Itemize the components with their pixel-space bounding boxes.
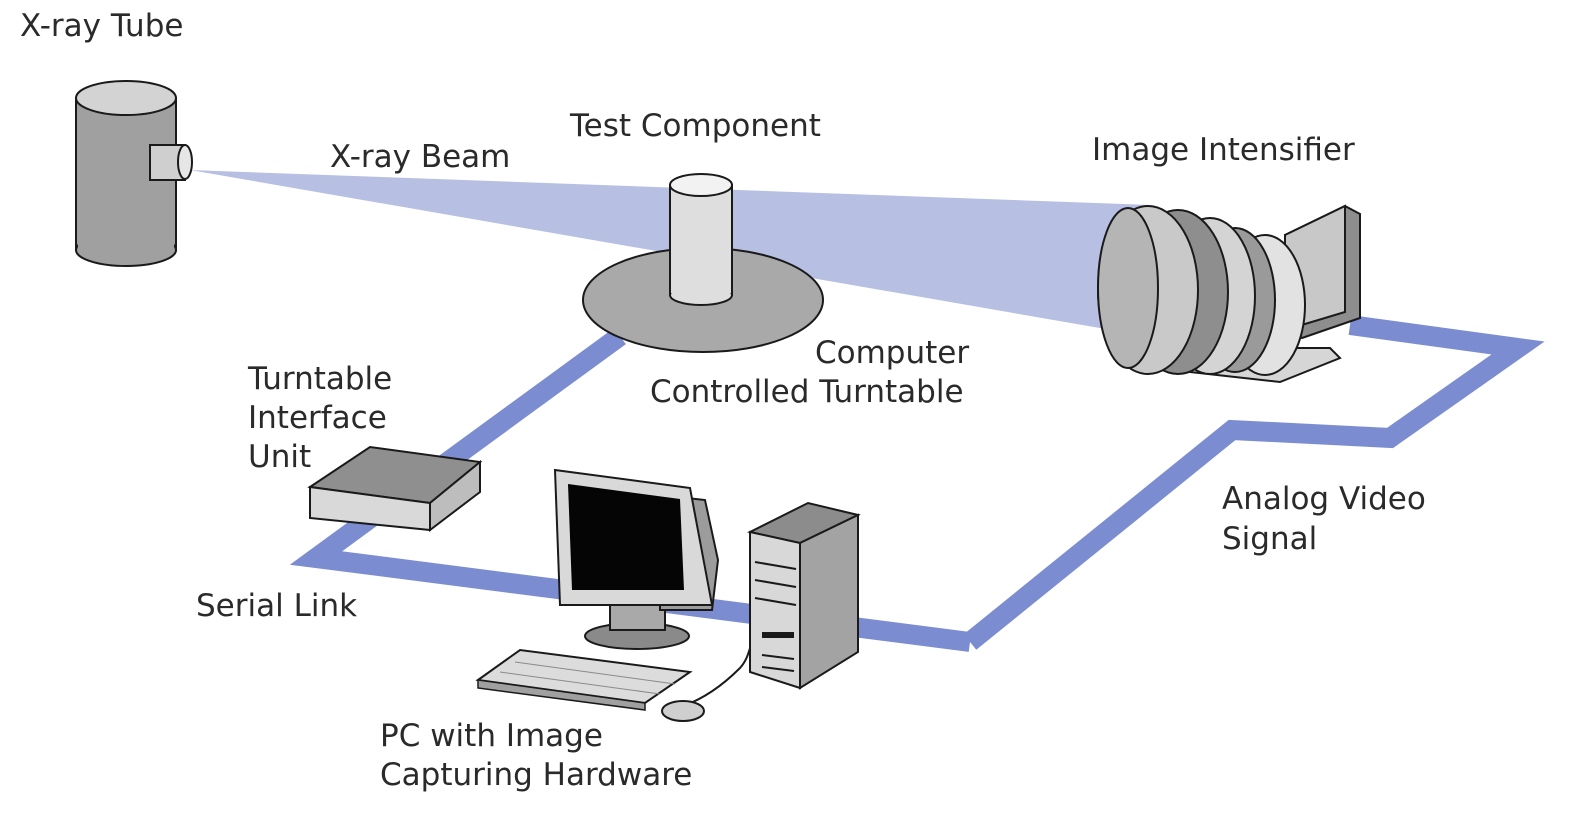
label-interface-line3: Unit <box>248 439 311 475</box>
label-turntable-line2: Controlled Turntable <box>650 374 964 410</box>
pc-monitor <box>553 468 720 650</box>
label-interface-line1: Turntable <box>247 361 392 397</box>
pc-tower <box>747 501 861 690</box>
label-turntable-line1: Computer <box>815 335 969 371</box>
keyboard <box>475 648 693 711</box>
label-pc-line1: PC with Image <box>380 718 603 754</box>
label-test-component: Test Component <box>569 108 821 144</box>
turntable-interface-unit <box>307 445 483 533</box>
label-xray-tube: X-ray Tube <box>20 8 183 44</box>
label-pc-line2: Capturing Hardware <box>380 757 692 793</box>
analog-video-cable <box>963 315 1545 650</box>
label-video-line1: Analog Video <box>1222 481 1426 517</box>
test-component <box>669 173 733 306</box>
label-video-line2: Signal <box>1222 521 1317 557</box>
label-image-intensifier: Image Intensifier <box>1092 132 1355 168</box>
label-xray-beam: X-ray Beam <box>330 139 510 175</box>
label-interface-line2: Interface <box>248 400 387 436</box>
xray-tube <box>75 80 193 267</box>
label-serial-link: Serial Link <box>196 588 357 624</box>
image-intensifier <box>1097 204 1361 384</box>
